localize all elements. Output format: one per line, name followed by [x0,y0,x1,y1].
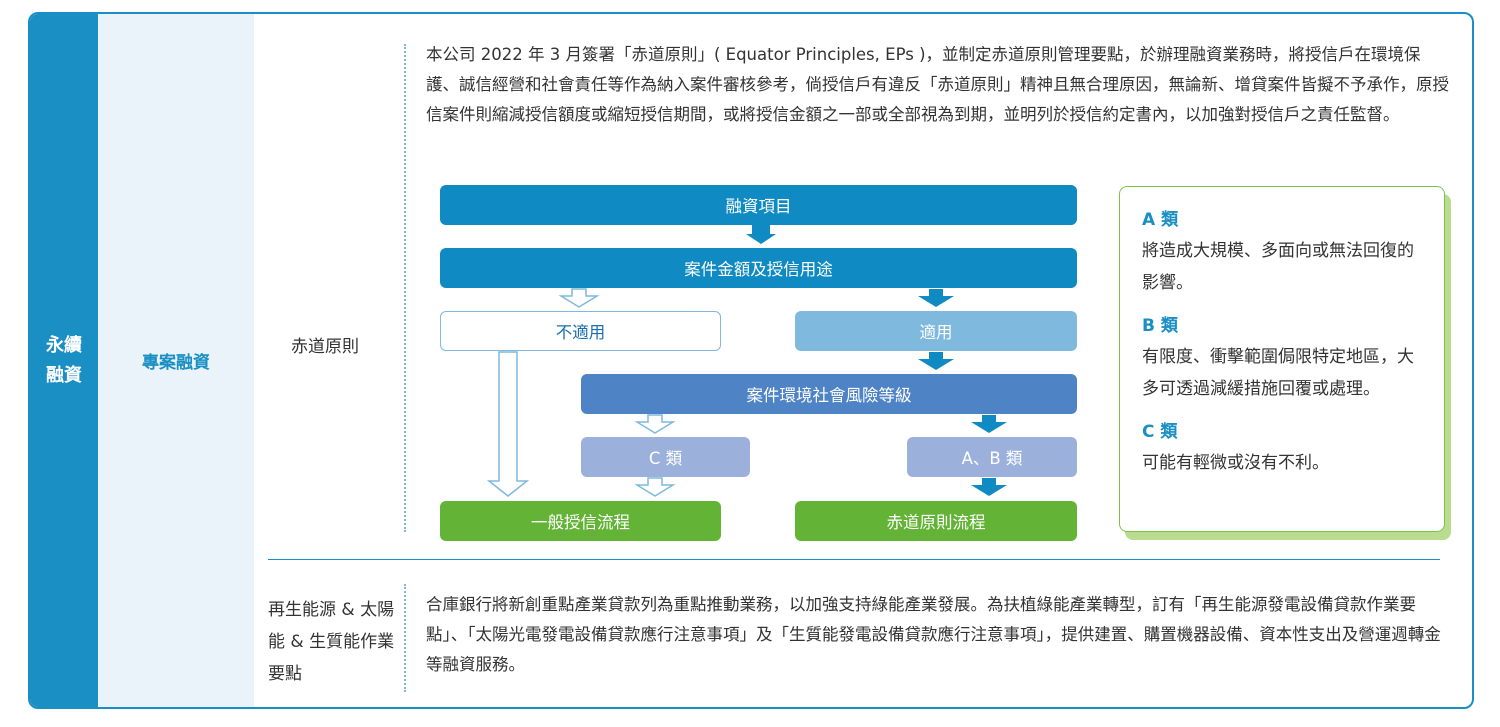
flow-risk-level: 案件環境社會風險等級 [581,374,1077,414]
flow-ep-process: 赤道原則流程 [795,501,1077,541]
arrow-class-ab-to-ep [971,478,1007,496]
category-label: 永續融資 [46,334,82,386]
section1-divider [404,44,406,532]
section1-paragraph: 本公司 2022 年 3 月簽署「赤道原則」( Equator Principl… [426,45,1449,124]
arrow-risk-to-class-c [634,414,676,434]
arrow-project-to-amount [746,225,776,244]
category-column: 永續融資 [30,14,98,707]
flow-project: 融資項目 [440,185,1077,225]
arrow-to-applicable [918,289,954,307]
arrow-applicable-to-risk [918,352,954,370]
flow-class-c: C 類 [581,437,750,477]
subcategory-column: 專案融資 [98,14,254,707]
legend-c-title: C 類 [1142,422,1178,442]
legend-b-title: B 類 [1142,316,1178,336]
arrow-class-c-to-general [634,477,676,497]
arrow-risk-to-class-ab [971,415,1007,433]
section2-divider [404,584,406,692]
legend-box: A 類 將造成大規模、多面向或無法回復的影響。 B 類 有限度、衝擊範圍侷限特定… [1119,186,1445,532]
legend-a-title: A 類 [1142,210,1179,230]
flow-not-applicable: 不適用 [440,311,721,351]
flow-general-credit: 一般授信流程 [440,501,721,541]
legend-b-desc: 有限度、衝擊範圍侷限特定地區，大多可透過減緩措施回覆或處理。 [1142,347,1414,399]
flow-class-ab: A、B 類 [907,437,1077,477]
arrow-to-not-applicable [558,288,600,308]
arrow-not-applicable-to-general [486,351,530,497]
flow-amount-usage: 案件金額及授信用途 [440,248,1077,288]
section-divider [268,559,1440,560]
section1-label: 赤道原則 [291,337,359,357]
section2-label: 再生能源 & 太陽能 & 生質能作業要點 [268,600,395,684]
legend-a-desc: 將造成大規模、多面向或無法回復的影響。 [1142,241,1414,293]
subcategory-label: 專案融資 [142,353,210,373]
flow-arrows [486,225,1007,497]
legend-c-desc: 可能有輕微或沒有不利。 [1142,453,1329,473]
table-frame: 永續融資 專案融資 赤道原則 本公司 2022 年 3 月簽署「赤道原則」( E… [28,12,1474,709]
section2-paragraph: 合庫銀行將新創重點產業貸款列為重點推動業務，以加強支持綠能產業發展。為扶植綠能產… [426,595,1441,674]
flow-applicable: 適用 [795,311,1077,351]
